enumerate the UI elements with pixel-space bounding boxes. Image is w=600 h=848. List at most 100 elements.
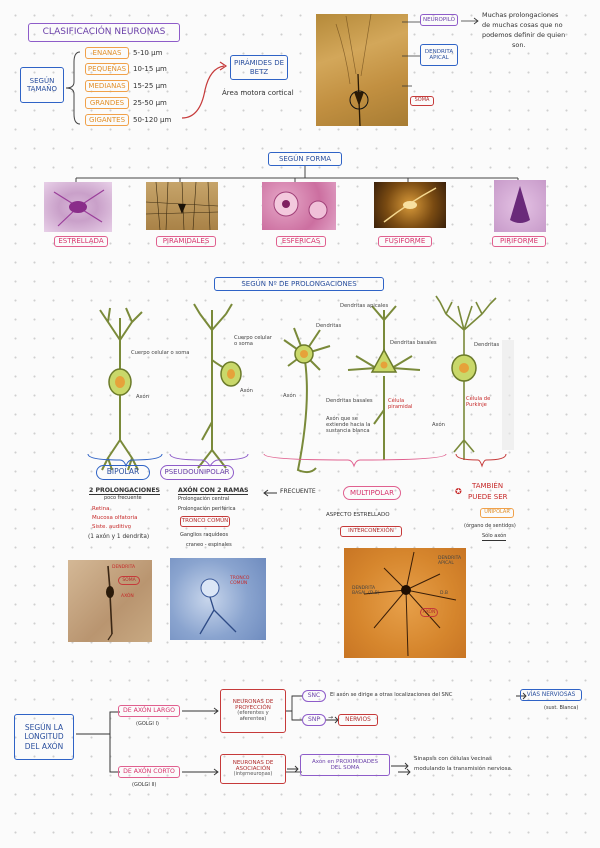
diagram-label-axon3: Axón — [283, 393, 296, 399]
nervios-box: NERVIOS — [338, 714, 378, 726]
bipolar-micrograph — [68, 560, 152, 642]
pseudo-foot-0: Ganglios raquídeos — [180, 532, 229, 538]
bipolar-title: BIPOLAR — [96, 465, 150, 480]
photo-label-axon: AXÓN — [121, 594, 134, 599]
axon-arrows — [182, 692, 527, 776]
size-row-grandes: GRANDES — [85, 97, 129, 109]
photo-label-dendrita-apical: DENDRITA APICAL — [438, 556, 462, 566]
proyeccion-box: NEURONAS DE PROYECCIÓN (eferentes y afer… — [220, 689, 286, 733]
photo-label-axon2: AXÓN — [420, 608, 438, 617]
axon-prox-arrow — [391, 762, 409, 770]
snp-arrow: → — [328, 714, 334, 721]
proyeccion-line-0: NEURONAS DE — [232, 698, 274, 705]
bipolar-item-1: Mucosa olfatoria — [92, 515, 138, 521]
diagram-label-cuerpo2: Cuerpo celular o soma — [234, 335, 272, 347]
neuropilo-note-0: Muchas prolongaciones — [482, 11, 559, 19]
unipolar-note2: Sólo axón — [482, 533, 507, 541]
asociacion-line-0: NEURONAS DE — [232, 759, 274, 766]
neuropilo-arrow — [461, 17, 479, 25]
axon-tree — [76, 711, 120, 773]
photo-label-soma: SOMA — [118, 576, 140, 585]
size-range-enanas: 5-10 µm — [133, 49, 163, 57]
neuropilo-pointer — [402, 21, 420, 87]
pseudo-item-1: Prolongación periférica — [178, 506, 236, 512]
unipolar-note: (órgano de sentidos) — [464, 523, 516, 529]
neuropilo-label: NEUROPILO — [420, 14, 458, 26]
sinapsis-line-0: Sinapsis con células vecinas — [414, 756, 492, 762]
size-row-medianas: MEDIANAS — [85, 80, 129, 92]
diagram-label-axon2: Axón — [240, 388, 253, 394]
proyeccion-line-3: aferentes) — [239, 716, 267, 723]
vias-note: (sust. Blanca) — [544, 705, 579, 711]
asociacion-line-1: ASOCIACIÓN — [235, 766, 271, 773]
proyeccion-line-2: (eferentes y — [237, 710, 269, 717]
form-label-fusiforme: FUSIFORME — [378, 236, 432, 247]
size-range-medianas: 15-25 µm — [133, 82, 167, 90]
diagram-label-dend-basales1: Dendritas basales — [390, 340, 437, 346]
betz-note: Área motora cortical — [222, 89, 294, 97]
size-section-label: SEGÚN TAMAÑO — [20, 67, 64, 103]
bipolar-item-0: Retina — [92, 506, 110, 512]
multi-title: MULTIPOLAR — [343, 486, 401, 500]
pseudo-sub: AXÓN CON 2 RAMAS — [178, 487, 249, 496]
form-photo-piriforme — [494, 180, 546, 232]
size-range-grandes: 25-50 µm — [133, 99, 167, 107]
betz-arrow — [181, 61, 228, 119]
sinapsis-line-1: modulando la transmisión nerviosa. — [414, 766, 513, 772]
photo-label-dendrita-basal: DENDRITA BASAL (D.B) — [352, 586, 380, 596]
bipolar-foot: (1 axón y 1 dendrita) — [88, 534, 150, 540]
size-bracket — [65, 51, 81, 125]
axon-prox-line-1: DEL SOMA — [330, 765, 360, 771]
snp-tag: SNP — [302, 714, 326, 726]
form-label-estrellada: ESTRELLADA — [54, 236, 108, 247]
form-section-label: SEGÚN FORMA — [268, 152, 342, 166]
diagram-label-dend-apicales: Dendritas apicales — [340, 303, 389, 309]
form-label-esfericas: ESFÉRICAS — [276, 236, 326, 247]
unipolar-tag: UNIPOLAR — [480, 508, 514, 518]
pseudo-micrograph — [170, 558, 266, 640]
prolong-section-label: SEGÚN Nº DE PROLONGACIONES — [214, 277, 384, 291]
unipolar-star-icon: ✪ — [455, 487, 462, 496]
dendrita-apical-label: DENDRITA APICAL — [420, 44, 458, 66]
form-label-piriforme: PIRIFORME — [492, 236, 546, 247]
form-label-piramidales: PIRAMIDALES — [156, 236, 216, 247]
multi-aspecto: ASPECTO ESTRELLADO — [326, 512, 390, 518]
neuropilo-note-1: de muchas cosas que no — [482, 21, 563, 29]
form-photo-esfericas — [262, 182, 336, 230]
neuropilo-note-2: podemos definir de quien — [482, 31, 566, 39]
size-row-enanas: ENANAS — [85, 47, 129, 59]
photo-label-dendrita: DENDRITA — [112, 565, 136, 570]
axon-prox-line-0: Axón en PROXIMIDADES — [311, 758, 379, 765]
multi-frecuente: FRECUENTE — [280, 488, 316, 495]
snc-tag: SNC — [302, 690, 326, 702]
page-title: CLASIFICACIÓN NEURONAS — [28, 23, 180, 42]
axon-section-label: SEGÚN LA LONGITUD DEL AXÓN — [14, 714, 74, 760]
pseudo-item-0: Prolongación central — [178, 496, 230, 502]
axon-largo: DE AXÓN LARGO — [118, 705, 180, 717]
size-range-gigantes: 50-120 µm — [133, 116, 172, 124]
photo-label-db: D.B — [440, 591, 448, 596]
neuropilo-note-3: son. — [512, 41, 526, 49]
size-row-pequenas: PEQUEÑAS — [85, 63, 129, 75]
axon-largo-sub: (GOLGI I) — [136, 721, 159, 727]
form-tree — [75, 166, 519, 182]
diagram-label-celula-piramidal: Célula piramidal — [388, 398, 413, 410]
betz-box: PIRÁMIDES DE BETZ — [230, 55, 288, 80]
unipolar-title-0: TAMBIÉN — [472, 482, 504, 490]
form-photo-estrellada — [44, 182, 112, 232]
diagram-label-dend-basales2: Dendritas basales — [326, 398, 373, 404]
neuron-diagrams — [99, 295, 514, 474]
bipolar-item-2: Siste. auditivo — [92, 524, 132, 530]
multi-inter: INTERCONEXIÓN — [340, 526, 402, 537]
betz-micrograph — [316, 13, 408, 127]
diagram-label-cuerpo1: Cuerpo celular o soma — [131, 350, 190, 356]
asociacion-arrow — [287, 765, 299, 773]
unipolar-title-1: PUEDE SER — [468, 493, 508, 501]
bipolar-sub2: poco frecuente — [104, 495, 142, 501]
soma-label: SOMA — [410, 96, 434, 106]
size-range-pequenas: 10-15 µm — [133, 65, 167, 73]
multipolar-micrograph — [344, 548, 466, 658]
axon-prox-box: Axón en PROXIMIDADES DEL SOMA — [300, 754, 390, 776]
snc-note: El axón se dirige a otras localizaciones… — [330, 692, 453, 698]
diagram-label-axon4: Axón — [432, 422, 445, 428]
